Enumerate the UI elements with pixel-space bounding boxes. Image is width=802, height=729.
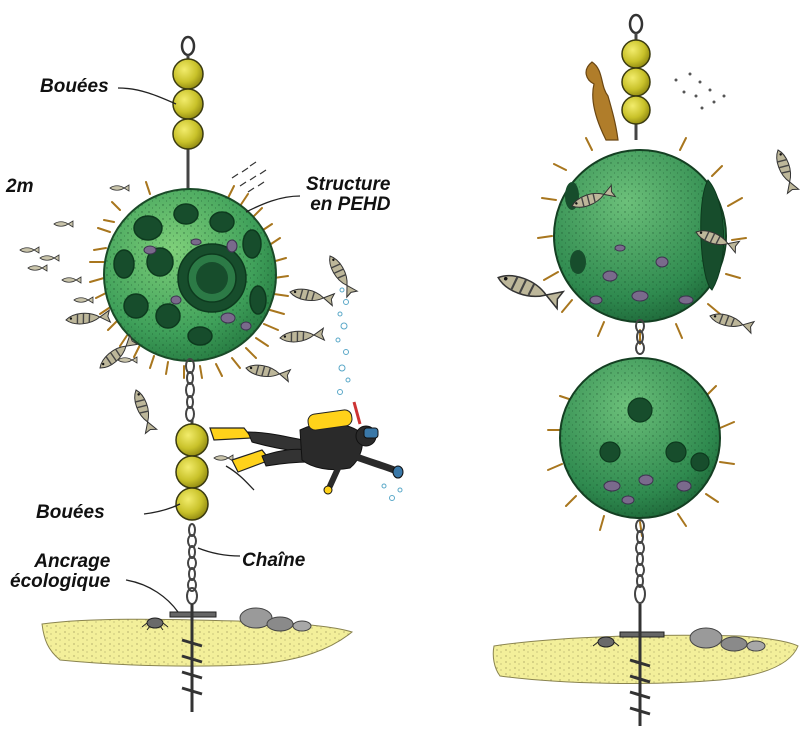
- label-chaine: Chaîne: [242, 551, 305, 571]
- chain-icon: [635, 520, 645, 603]
- lower-sphere: [548, 358, 734, 536]
- top-ring-icon: [182, 37, 194, 55]
- left-mooring: [20, 37, 403, 712]
- hatch-marks: [232, 162, 266, 192]
- chain-icon: [186, 359, 194, 421]
- upper-sphere: [538, 138, 746, 344]
- label-bouees-top: Bouées: [40, 77, 109, 97]
- buoy-icon: [622, 96, 650, 124]
- buoy-icon: [622, 40, 650, 68]
- buoy-icon: [173, 89, 203, 119]
- label-ancrage: Ancrage écologique: [10, 552, 110, 592]
- seaweed-icon: [586, 62, 618, 140]
- buoy-icon: [622, 68, 650, 96]
- lower-buoys: [176, 420, 208, 520]
- label-depth: 2m: [6, 177, 33, 197]
- rock-icon: [240, 608, 311, 631]
- buoy-icon: [176, 488, 208, 520]
- buoy-icon: [176, 456, 208, 488]
- buoy-icon: [176, 424, 208, 456]
- label-bouees-bottom: Bouées: [36, 503, 105, 523]
- buoy-icon: [173, 119, 203, 149]
- buoy-icon: [173, 59, 203, 89]
- top-buoys: [622, 40, 650, 124]
- fish-cloud: [675, 73, 726, 110]
- chain-icon: [187, 524, 197, 604]
- diver-icon: [210, 402, 403, 494]
- top-buoys: [173, 59, 203, 149]
- label-structure-pehd: Structure en PEHD: [306, 175, 390, 215]
- right-mooring: [493, 15, 798, 726]
- top-ring-icon: [630, 15, 642, 33]
